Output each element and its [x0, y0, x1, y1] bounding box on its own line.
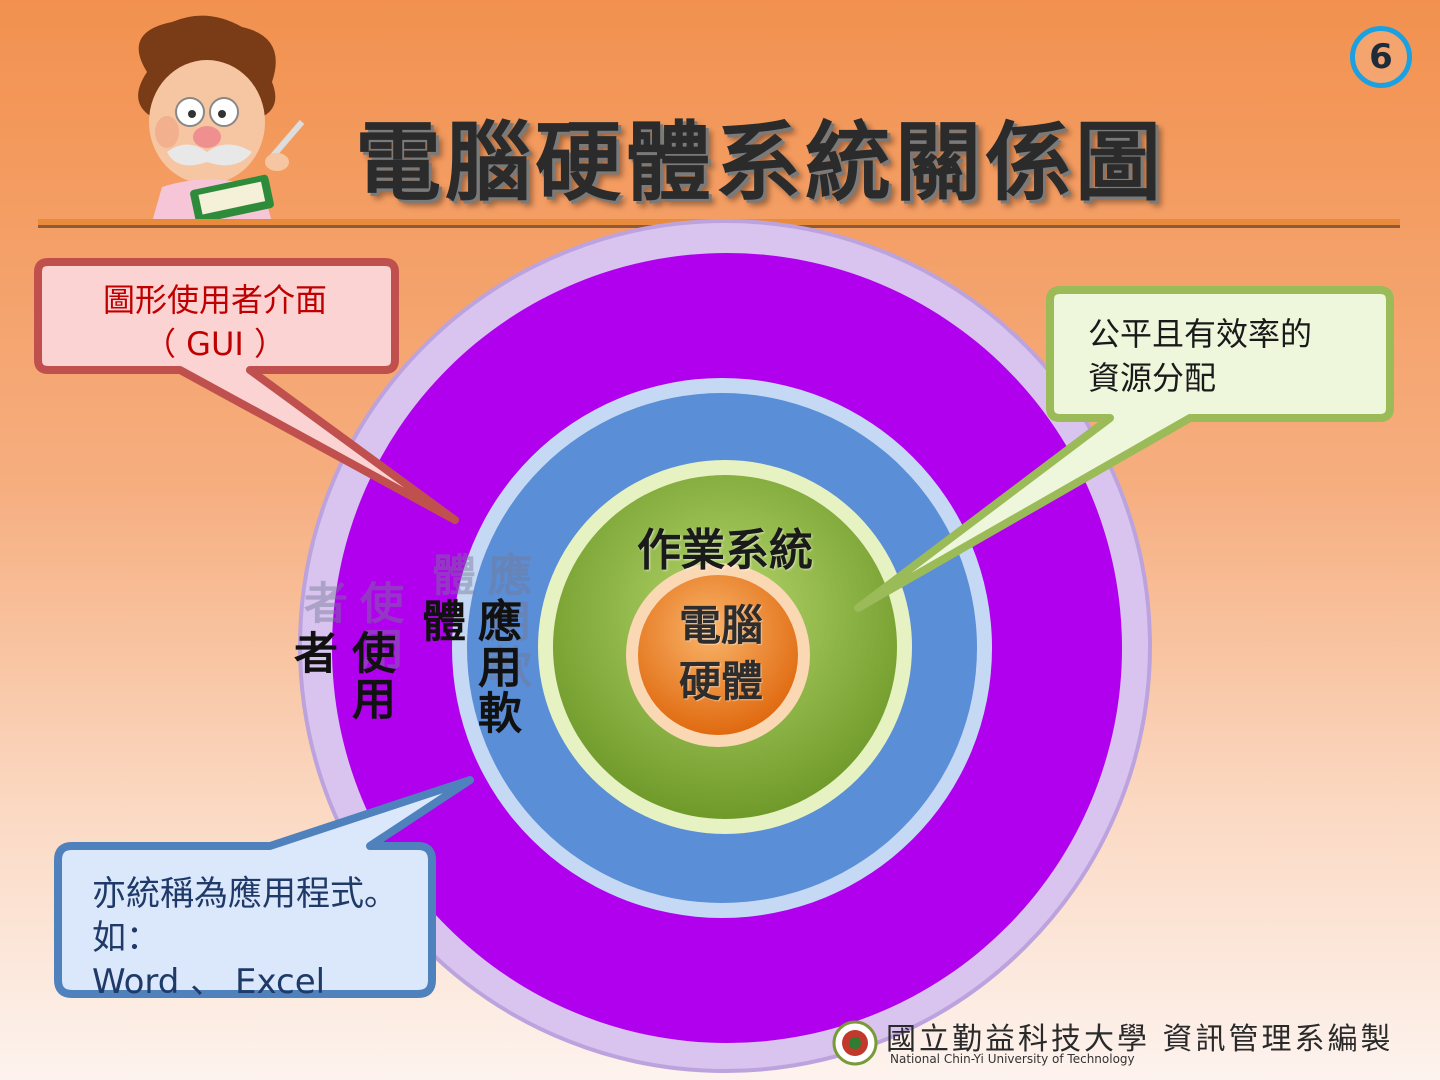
application-callout-text: 亦統稱為應用程式。 如： Word 、 Excel	[92, 872, 398, 1004]
gui-callout-line2: （ GUI ）	[143, 325, 286, 363]
slide-title: 電腦硬體系統關係圖	[355, 113, 1165, 213]
hardware-label-line1: 電腦	[678, 601, 763, 650]
app-ring-label-col2: 應用軟	[470, 598, 521, 736]
app-ring-ghost-col1: 體	[424, 552, 475, 598]
resource-callout-shape	[854, 286, 1394, 612]
resource-callout-line1: 公平且有效率的	[1088, 315, 1313, 353]
application-callout-shape	[54, 776, 474, 998]
gui-callout-line1: 圖形使用者介面	[102, 281, 327, 319]
application-callout-line2: 如：	[92, 918, 160, 958]
university-logo-icon	[832, 1020, 878, 1066]
gui-callout-shape	[34, 258, 459, 524]
application-callout-line1: 亦統稱為應用程式。	[92, 874, 398, 914]
footer: 國立勤益科技大學 資訊管理系編製 National Chin-Yi Univer…	[832, 1014, 1432, 1074]
user-ring-ghost-col2: 使用	[352, 580, 403, 672]
hardware-core	[638, 575, 798, 735]
user-ring-label-col2: 使用	[344, 630, 395, 722]
app-ring-ghost-col2: 應用軟	[480, 552, 531, 690]
resource-callout-text: 公平且有效率的 資源分配	[1088, 312, 1312, 400]
hardware-label-line2: 硬體	[678, 657, 763, 706]
footer-subtitle: National Chin-Yi University of Technolog…	[890, 1052, 1135, 1066]
gui-callout-text: 圖形使用者介面 （ GUI ）	[50, 278, 380, 366]
footer-institution: 國立勤益科技大學 資訊管理系編製	[886, 1022, 1394, 1057]
slide-number-badge: 6	[1350, 26, 1412, 88]
resource-callout-line2: 資源分配	[1088, 359, 1217, 397]
app-ring-label-col1: 體	[414, 598, 465, 644]
hardware-core-label: 電腦 硬體	[636, 598, 806, 710]
user-ring-ghost-col1: 者	[296, 580, 347, 626]
professor-mascot-illustration	[138, 15, 305, 222]
application-callout-line3: Word 、 Excel	[92, 962, 326, 1002]
os-ring-label: 作業系統	[637, 525, 813, 576]
user-ring-label-col1: 者	[286, 630, 337, 676]
